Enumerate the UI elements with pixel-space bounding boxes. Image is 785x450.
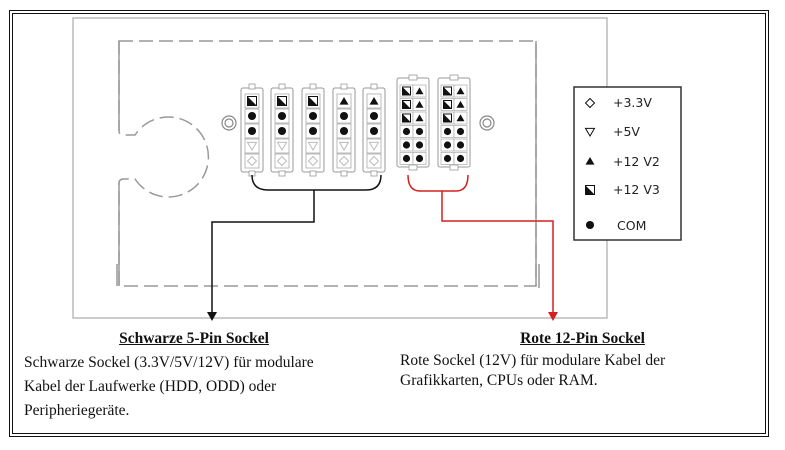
caption-red-line-1: Rote Sockel (12V) für modulare Kabel der bbox=[400, 352, 666, 369]
circle-filled-icon bbox=[247, 126, 257, 136]
triangle-down-outline-icon bbox=[584, 127, 596, 138]
legend-label-12v2: +12 V2 bbox=[613, 154, 660, 169]
diamond-outline-icon bbox=[307, 155, 319, 167]
circle-filled-icon bbox=[277, 111, 287, 121]
triangle-down-outline-icon bbox=[307, 141, 319, 152]
half-square-filled-icon bbox=[247, 96, 257, 106]
circle-filled-icon bbox=[277, 126, 287, 136]
triangle-up-filled-icon bbox=[585, 156, 595, 165]
caption-black-5pin: Schwarze 5-Pin Sockel Schwarze Sockel (3… bbox=[24, 327, 394, 423]
five-pin-socket bbox=[332, 83, 356, 177]
circle-filled-icon bbox=[456, 154, 465, 163]
triangle-down-outline-icon bbox=[368, 141, 380, 152]
circle-filled-icon bbox=[415, 141, 424, 149]
circle-filled-icon bbox=[369, 111, 379, 121]
half-square-filled-icon bbox=[277, 96, 287, 106]
twelve-pin-socket bbox=[396, 74, 430, 171]
five-pin-socket bbox=[270, 83, 294, 177]
legend-label-3v3: +3.3V bbox=[613, 95, 652, 110]
five-pin-connectors bbox=[240, 83, 386, 177]
half-square-filled-icon bbox=[402, 100, 411, 109]
caption-red-12pin: Rote 12-Pin Sockel Rote Sockel (12V) für… bbox=[400, 327, 760, 391]
diamond-outline-icon bbox=[246, 155, 258, 167]
five-pin-socket bbox=[362, 83, 386, 177]
circle-filled-icon bbox=[308, 111, 318, 121]
black-leader-line bbox=[211, 190, 315, 312]
triangle-up-filled-icon bbox=[456, 100, 465, 108]
inner-plate-outline bbox=[118, 40, 537, 287]
circle-filled-icon bbox=[585, 220, 595, 230]
legend-label-5v: +5V bbox=[613, 124, 640, 139]
circle-filled-icon bbox=[415, 154, 424, 163]
black-bracket bbox=[251, 174, 382, 191]
circle-filled-icon bbox=[443, 127, 452, 136]
voltage-legend: +3.3V +5V +12 V2 +12 V3 COM bbox=[573, 86, 682, 241]
caption-black-title: Schwarze 5-Pin Sockel bbox=[119, 330, 269, 347]
circle-filled-icon bbox=[443, 141, 452, 149]
psu-panel-outline bbox=[72, 17, 608, 319]
half-square-filled-icon bbox=[402, 86, 411, 96]
triangle-up-filled-icon bbox=[456, 87, 465, 95]
circle-filled-icon bbox=[339, 126, 349, 136]
five-pin-socket bbox=[240, 83, 264, 177]
circle-filled-icon bbox=[308, 126, 318, 136]
circle-filled-icon bbox=[456, 141, 465, 149]
legend-label-com: COM bbox=[617, 218, 646, 233]
black-arrowhead bbox=[207, 312, 217, 321]
circle-filled-icon bbox=[402, 141, 411, 149]
caption-black-line-2: Kabel der Laufwerke (HDD, ODD) oder bbox=[24, 378, 277, 395]
half-square-filled-icon bbox=[308, 96, 318, 106]
five-pin-socket bbox=[301, 83, 325, 177]
screw-hole-right bbox=[479, 115, 495, 131]
circle-filled-icon bbox=[247, 111, 257, 121]
triangle-down-outline-icon bbox=[338, 141, 350, 152]
diamond-outline-icon bbox=[584, 97, 596, 109]
twelve-pin-connectors bbox=[396, 74, 471, 171]
caption-red-line-2: Grafikkarten, CPUs oder RAM. bbox=[400, 372, 598, 389]
half-square-filled-icon bbox=[585, 185, 595, 195]
triangle-down-outline-icon bbox=[246, 141, 258, 152]
triangle-up-filled-icon bbox=[369, 96, 379, 105]
diamond-outline-icon bbox=[368, 155, 380, 167]
half-square-filled-icon bbox=[443, 100, 452, 109]
red-arrowhead bbox=[548, 312, 558, 321]
triangle-up-filled-icon bbox=[456, 114, 465, 122]
circle-filled-icon bbox=[369, 126, 379, 136]
circle-filled-icon bbox=[456, 127, 465, 136]
circle-filled-icon bbox=[402, 154, 411, 163]
caption-black-line-3: Peripheriegeräte. bbox=[24, 402, 130, 419]
diamond-outline-icon bbox=[276, 155, 288, 167]
triangle-up-filled-icon bbox=[415, 114, 424, 122]
triangle-down-outline-icon bbox=[276, 141, 288, 152]
half-square-filled-icon bbox=[443, 113, 452, 123]
triangle-up-filled-icon bbox=[415, 87, 424, 95]
half-square-filled-icon bbox=[402, 113, 411, 123]
caption-black-line-1: Schwarze Sockel (3.3V/5V/12V) für modula… bbox=[24, 354, 314, 371]
circle-filled-icon bbox=[415, 127, 424, 136]
figure-frame bbox=[9, 10, 769, 437]
diamond-outline-icon bbox=[338, 155, 350, 167]
circle-filled-icon bbox=[339, 111, 349, 121]
circle-filled-icon bbox=[443, 154, 452, 163]
triangle-up-filled-icon bbox=[339, 96, 349, 105]
caption-red-title: Rote 12-Pin Sockel bbox=[520, 330, 645, 347]
triangle-up-filled-icon bbox=[415, 100, 424, 108]
screw-hole-left bbox=[221, 115, 237, 131]
half-square-filled-icon bbox=[443, 86, 452, 96]
legend-label-12v3: +12 V3 bbox=[613, 182, 660, 197]
red-leader-line bbox=[441, 191, 554, 312]
circle-filled-icon bbox=[402, 127, 411, 136]
twelve-pin-socket bbox=[437, 74, 471, 171]
red-bracket bbox=[407, 174, 469, 192]
